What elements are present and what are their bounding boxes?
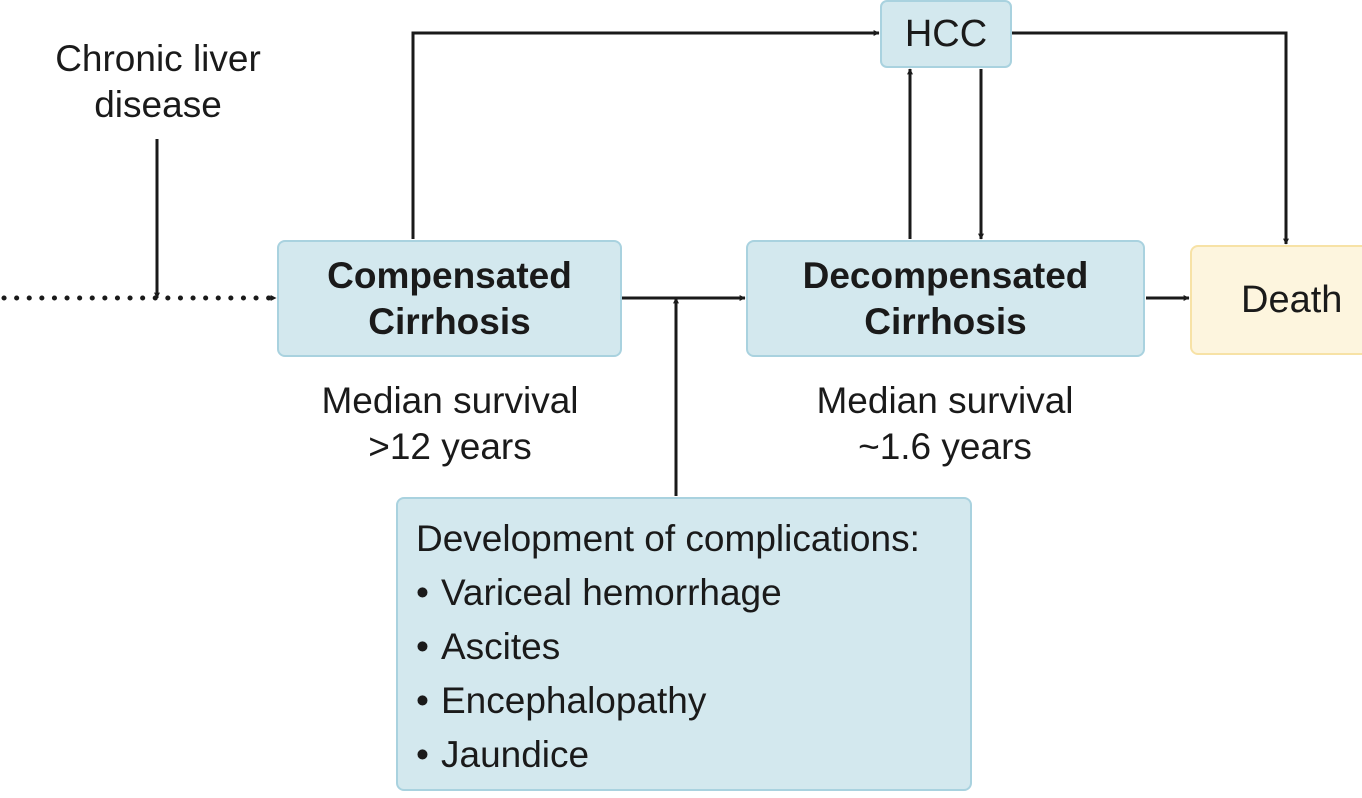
- hcc-to-death-arrow: [1012, 31, 1289, 245]
- complications-box: Development of complications: • Variceal …: [396, 497, 972, 791]
- compensated-line1: Compensated: [327, 254, 572, 296]
- chronic-liver-disease-label: Chronic liver disease: [30, 36, 286, 128]
- chronic-liver-disease-line1: Chronic liver: [55, 38, 261, 79]
- complication-item-encephalopathy: • Encephalopathy: [416, 674, 706, 728]
- decompensated-cirrhosis-box: Decompensated Cirrhosis: [746, 240, 1145, 357]
- bullet-marker: •: [416, 680, 429, 721]
- complications-heading: Development of complications:: [416, 518, 920, 559]
- hcc-box: HCC: [880, 0, 1012, 68]
- death-label: Death: [1241, 278, 1343, 321]
- complication-item-variceal-hemorrhage: • Variceal hemorrhage: [416, 566, 782, 620]
- compensated-line2: Cirrhosis: [368, 300, 531, 342]
- compensated-survival-line2: >12 years: [368, 426, 532, 467]
- complication-item-label: Jaundice: [441, 734, 590, 775]
- compensated-cirrhosis-box: Compensated Cirrhosis: [277, 240, 622, 357]
- chronic-liver-disease-line2: disease: [94, 84, 222, 125]
- hcc-label: HCC: [904, 12, 988, 55]
- complication-item-label: Ascites: [441, 626, 561, 667]
- bullet-marker: •: [416, 572, 429, 613]
- decompensated-survival-line2: ~1.6 years: [858, 426, 1032, 467]
- decompensated-survival-line1: Median survival: [816, 380, 1074, 421]
- compensated-survival-line1: Median survival: [321, 380, 579, 421]
- complication-item-jaundice: • Jaundice: [416, 728, 589, 782]
- decompensated-survival-text: Median survival ~1.6 years: [785, 378, 1105, 470]
- decompensated-line2: Cirrhosis: [864, 300, 1027, 342]
- bullet-marker: •: [416, 734, 429, 775]
- bullet-marker: •: [416, 626, 429, 667]
- decompensated-line1: Decompensated: [802, 254, 1089, 296]
- compensated-to-hcc-arrow: [411, 30, 880, 239]
- complication-item-ascites: • Ascites: [416, 620, 560, 674]
- complication-item-label: Encephalopathy: [441, 680, 707, 721]
- death-box: Death: [1190, 245, 1362, 355]
- compensated-survival-text: Median survival >12 years: [290, 378, 610, 470]
- complication-item-label: Variceal hemorrhage: [441, 572, 782, 613]
